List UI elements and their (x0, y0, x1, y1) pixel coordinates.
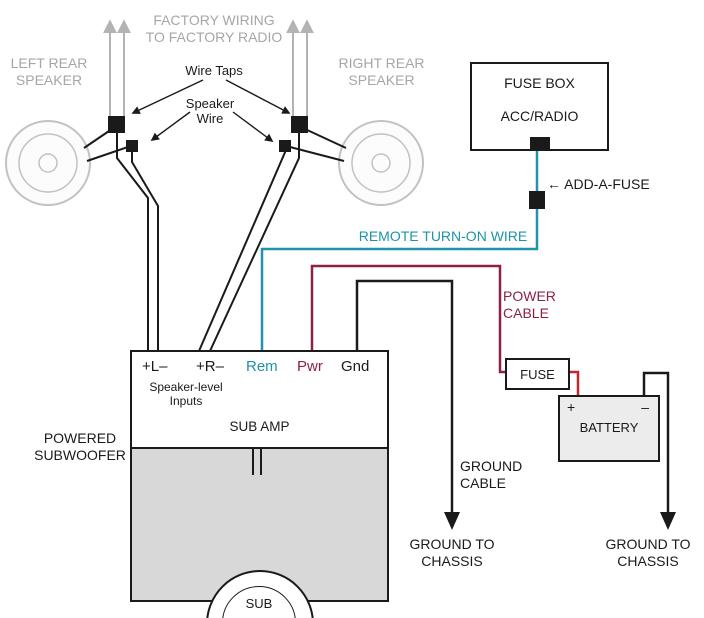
fuse-box-title: FUSE BOX (504, 75, 575, 91)
right-rear-speaker-icon (338, 120, 424, 206)
amp-input-ground: Gnd (341, 358, 370, 375)
battery-minus-terminal: – (641, 399, 649, 415)
fuse-box-slot-label: ACC/RADIO (500, 108, 579, 124)
battery-plus-terminal: + (567, 399, 576, 415)
wire-tap-left (108, 116, 125, 133)
sub-lead-left (252, 447, 254, 475)
sub-lead-right (260, 447, 262, 475)
wire-tap-right (291, 116, 308, 133)
wire-connector-left (126, 140, 138, 152)
amp-input-power: Pwr (297, 358, 323, 375)
speaker-wire-label: Speaker Wire (185, 96, 235, 127)
add-a-fuse-connector (529, 191, 545, 209)
battery-ground-wire (642, 371, 676, 530)
battery: + – BATTERY (558, 395, 660, 462)
factory-wiring-arrows (103, 19, 314, 118)
ground-arrow-amp (444, 512, 460, 530)
inline-fuse: FUSE (505, 358, 570, 390)
factory-wiring-label: FACTORY WIRING TO FACTORY RADIO (145, 12, 283, 45)
ground-cable-label: GROUND CABLE (460, 458, 523, 491)
ground-to-chassis-label-amp: GROUND TO CHASSIS (409, 536, 495, 569)
remote-turn-on-label: REMOTE TURN-ON WIRE (358, 228, 528, 244)
amp-input-left: +L– (142, 358, 168, 375)
ground-to-chassis-label-battery: GROUND TO CHASSIS (605, 536, 691, 569)
add-a-fuse-label: ← ADD-A-FUSE (547, 176, 650, 192)
wire-tap-connectors (108, 116, 308, 152)
battery-label: BATTERY (579, 420, 639, 435)
ground-arrow-battery (660, 512, 676, 530)
powered-subwoofer-label: POWERED SUBWOOFER (34, 430, 126, 463)
speaker-wires-to-amp (116, 133, 300, 352)
amp-input-right: +R– (196, 358, 224, 375)
right-rear-speaker-label: RIGHT REAR SPEAKER (338, 55, 425, 88)
wire-taps-label: Wire Taps (185, 63, 243, 78)
power-cable-label: POWER CABLE (503, 288, 556, 321)
left-rear-speaker-label: LEFT REAR SPEAKER (10, 55, 88, 88)
speaker-level-inputs-label: Speaker-level Inputs (149, 380, 223, 409)
sub-amp-label: SUB AMP (229, 419, 290, 434)
label-pointer-arrows (131, 79, 291, 143)
fuse-box: FUSE BOX ACC/RADIO (470, 62, 609, 151)
wire-connector-right (279, 140, 291, 152)
sub-label: SUB (245, 596, 273, 611)
amp-ground-wire (355, 279, 460, 530)
power-cable-wire (310, 264, 506, 374)
left-rear-speaker-icon (5, 120, 91, 206)
amp-input-remote: Rem (246, 358, 278, 375)
speaker-leads (83, 128, 347, 162)
fuse-box-tap-connector (529, 137, 550, 150)
powered-subwoofer: +L– +R– Rem Pwr Gnd Speaker-level Inputs… (130, 350, 389, 618)
subwoofer-cone-icon: SUB (222, 586, 296, 618)
